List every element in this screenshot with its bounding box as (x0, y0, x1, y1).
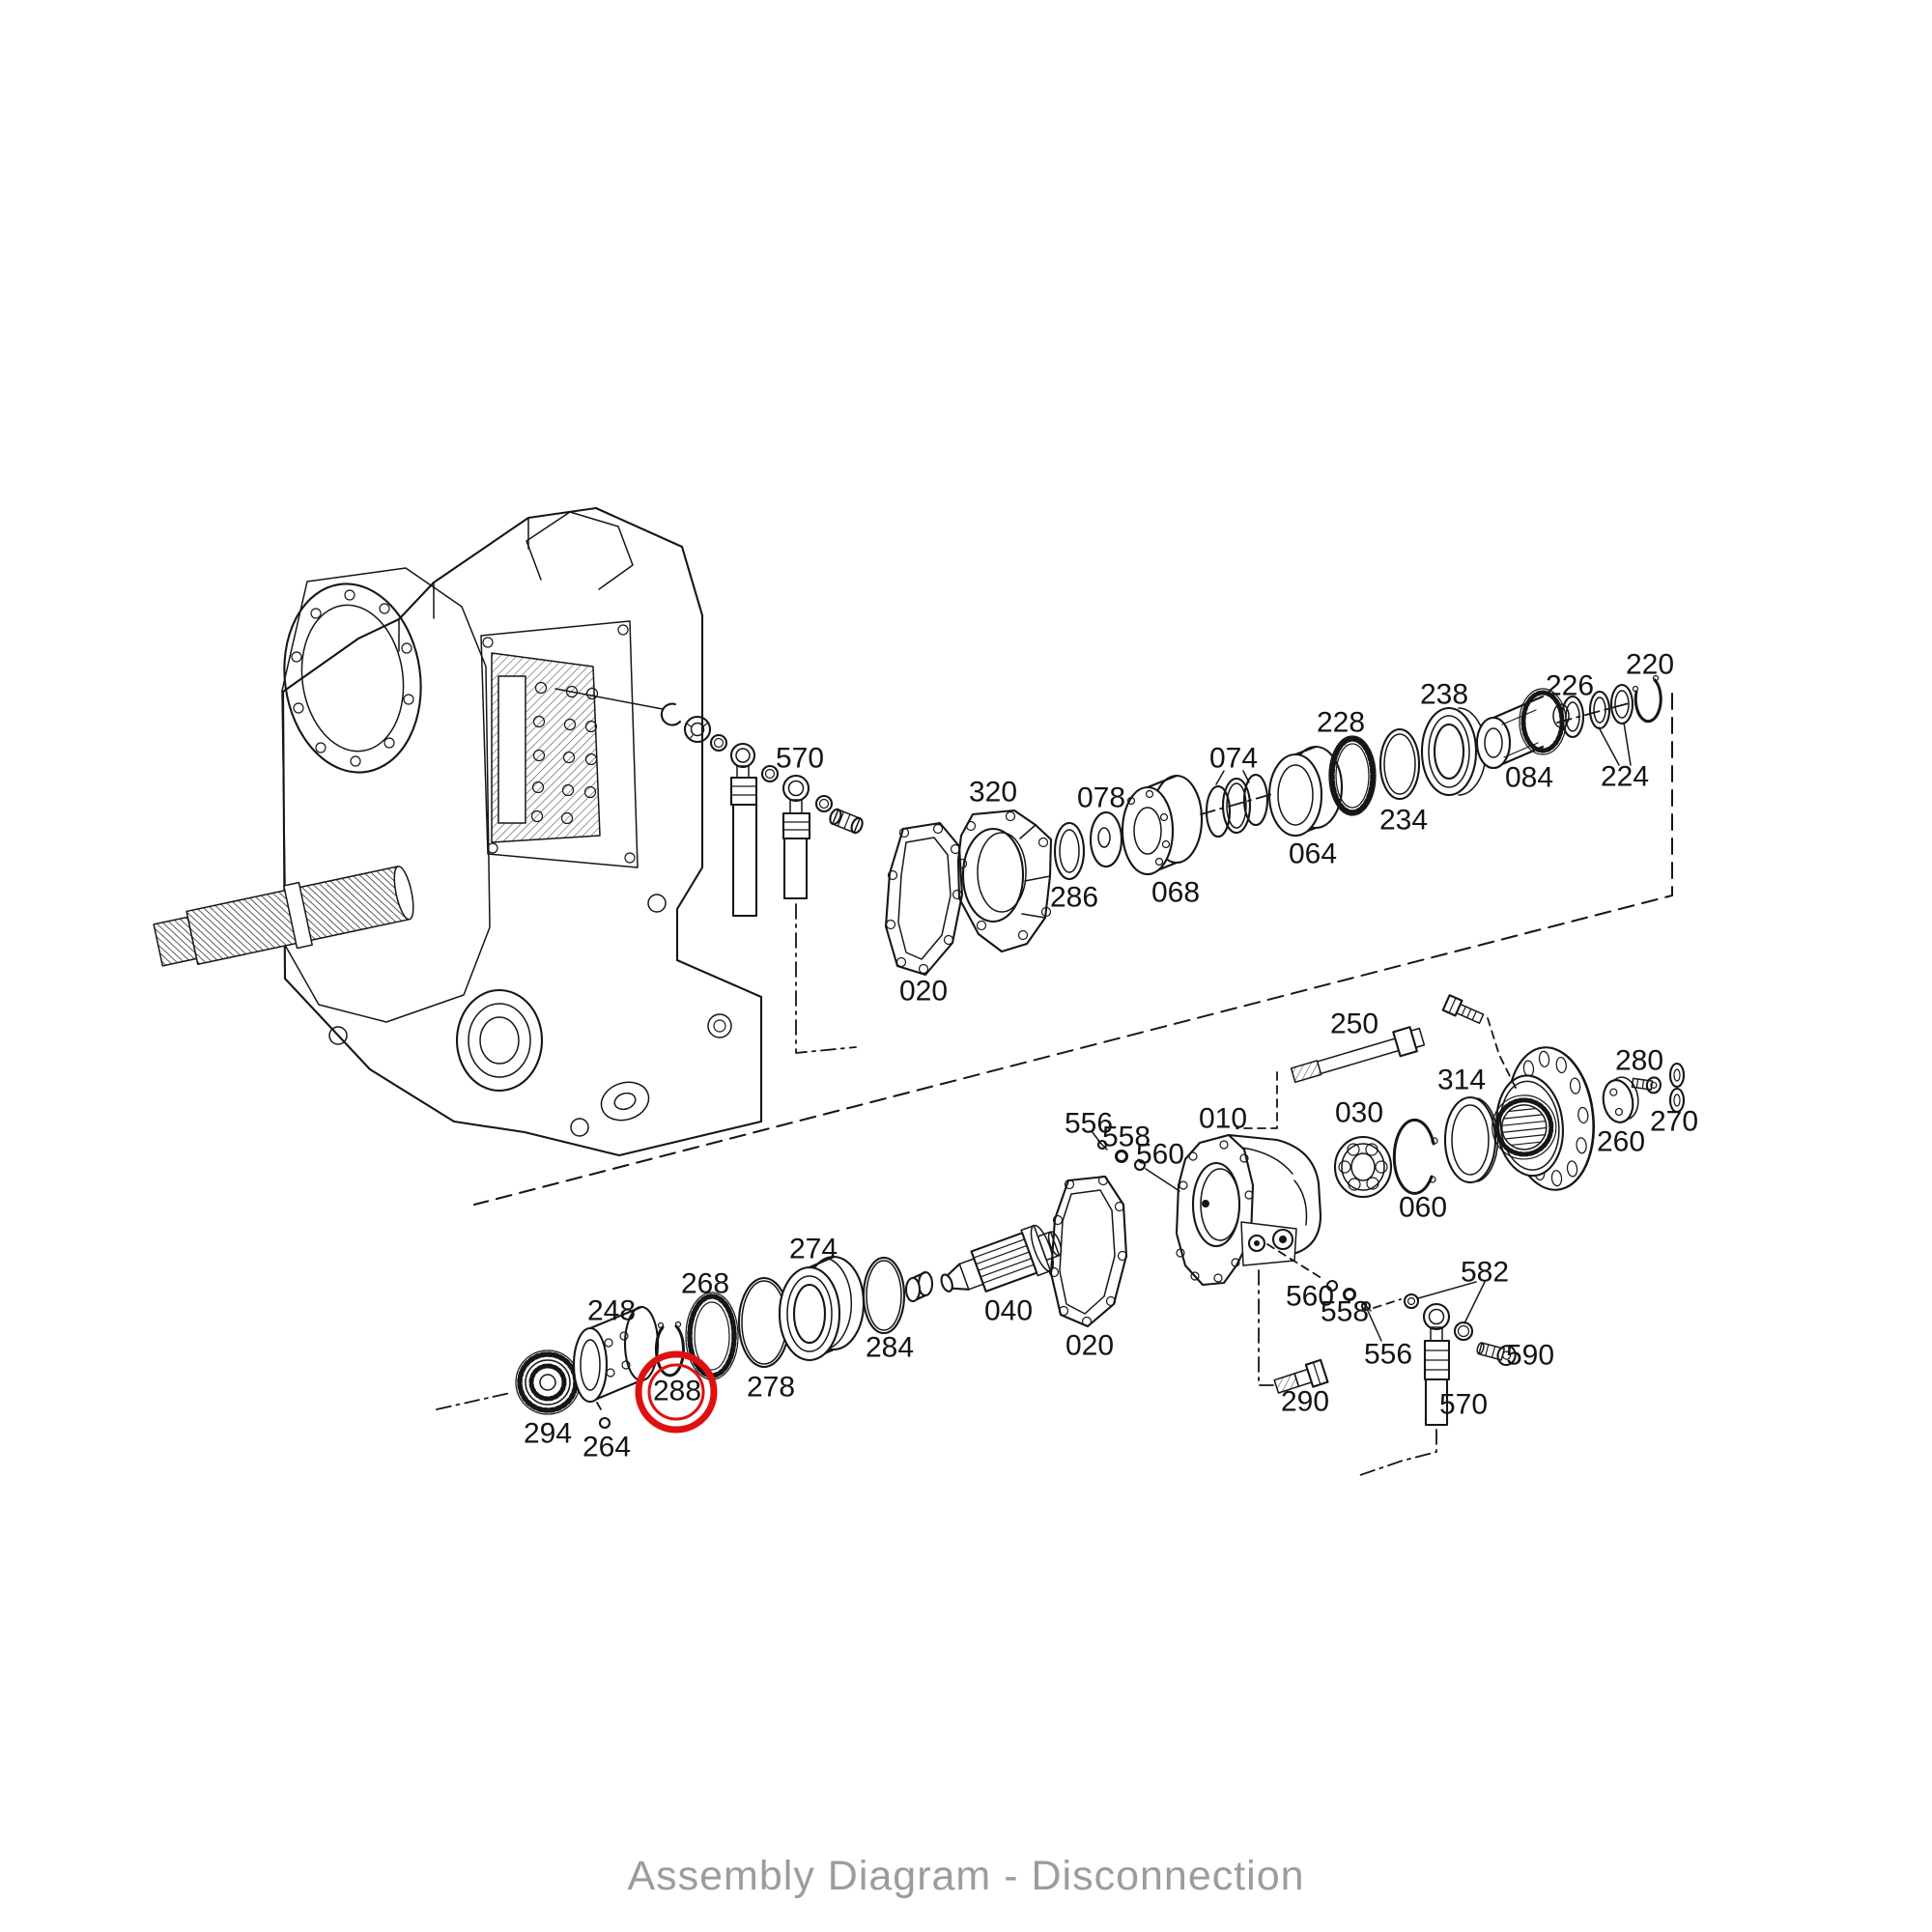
washer-078 (1089, 810, 1123, 868)
highlight-circle-288 (647, 1363, 705, 1421)
breather-parts-top (660, 702, 864, 1054)
part-label-084-11: 084 (1505, 762, 1553, 794)
screw-590 (1476, 1342, 1517, 1367)
oring-284 (862, 1256, 906, 1335)
part-label-556-26: 556 (1065, 1108, 1113, 1140)
highlight-circle-288 (635, 1350, 718, 1434)
breather-valve (729, 742, 758, 918)
part-label-040-23: 040 (984, 1295, 1033, 1327)
part-label-064-7: 064 (1289, 838, 1337, 870)
shim-228 (1328, 735, 1377, 816)
circlip-060 (1392, 1118, 1438, 1195)
housing-010 (1175, 1133, 1322, 1287)
input-shaft (153, 866, 414, 967)
part-label-268-19: 268 (681, 1268, 729, 1300)
part-label-280-33: 280 (1615, 1045, 1663, 1077)
washers-270 (1668, 1062, 1686, 1114)
breather-valve-570 (781, 774, 811, 900)
part-label-582-39: 582 (1461, 1257, 1509, 1289)
bottom-parts-row (436, 994, 1686, 1476)
breather-valve-570-b (1422, 1302, 1451, 1427)
part-label-288-18: 288 (653, 1376, 701, 1407)
hex-bolt (1441, 994, 1485, 1024)
part-label-238-10: 238 (1420, 679, 1468, 711)
roller-bush (904, 1270, 934, 1303)
part-label-248-16: 248 (587, 1295, 636, 1327)
gasket-020 (884, 821, 964, 977)
part-label-030-29: 030 (1335, 1097, 1383, 1129)
sleeve-248 (572, 1305, 660, 1404)
part-label-078-4: 078 (1077, 782, 1125, 814)
bearing-030 (1333, 1135, 1393, 1199)
part-label-558-37: 558 (1321, 1296, 1369, 1328)
output-flange (1492, 1046, 1595, 1191)
part-label-556-38: 556 (1364, 1339, 1412, 1371)
plug-cap (683, 715, 712, 744)
part-label-060-30: 060 (1399, 1192, 1447, 1224)
part-label-264-17: 264 (582, 1432, 631, 1463)
top-parts-row (473, 674, 1673, 1206)
part-label-010-25: 010 (1199, 1103, 1247, 1135)
part-label-020-24: 020 (1065, 1330, 1114, 1362)
seal-238 (1420, 706, 1487, 797)
caption: Assembly Diagram - Disconnection (627, 1853, 1305, 1899)
flange-bolt-holes (291, 589, 414, 767)
gearbox-housing (153, 506, 763, 1157)
valve-block (480, 620, 639, 868)
part-label-220-14: 220 (1626, 649, 1674, 681)
part-label-570-0: 570 (776, 743, 824, 775)
plate-260 (1602, 1076, 1639, 1123)
part-label-560-36: 560 (1286, 1281, 1334, 1313)
part-label-260-34: 260 (1597, 1126, 1645, 1158)
part-label-560-28: 560 (1136, 1139, 1184, 1171)
circlip-220 (1632, 674, 1662, 724)
part-label-250-32: 250 (1330, 1009, 1378, 1040)
ring-314 (1443, 1095, 1499, 1184)
part-label-234-9: 234 (1379, 805, 1428, 837)
part-label-320-2: 320 (969, 777, 1017, 809)
screw-280 (1631, 1076, 1662, 1094)
part-label-228-8: 228 (1317, 707, 1365, 739)
part-label-570-41: 570 (1439, 1389, 1488, 1421)
ring-234 (1378, 727, 1421, 801)
bolt-250 (1290, 1026, 1426, 1084)
part-label-224-13: 224 (1601, 761, 1649, 793)
ring-064 (1267, 745, 1344, 838)
circlip-288 (654, 1321, 685, 1378)
open-ring (660, 702, 682, 726)
part-label-294-15: 294 (524, 1418, 572, 1450)
ball-264 (596, 1402, 611, 1430)
gasket-020-b (1048, 1175, 1128, 1328)
part-label-284-22: 284 (866, 1332, 914, 1364)
fitting-set-a (1091, 1130, 1180, 1192)
part-label-074-6: 074 (1209, 743, 1258, 775)
part-label-590-40: 590 (1506, 1340, 1554, 1372)
part-label-558-27: 558 (1102, 1122, 1151, 1153)
drum-274 (778, 1255, 866, 1362)
part-label-314-31: 314 (1437, 1065, 1486, 1096)
part-label-278-20: 278 (747, 1372, 795, 1404)
shim-268 (685, 1292, 739, 1380)
rings-074 (1205, 770, 1269, 838)
part-label-226-12: 226 (1546, 670, 1594, 702)
part-label-020-1: 020 (899, 976, 948, 1008)
bearing-068 (1121, 774, 1204, 876)
plug-screw (829, 808, 864, 835)
part-label-068-5: 068 (1151, 877, 1200, 909)
gear-294 (515, 1350, 581, 1415)
part-labels-layer: 570 020 320 286 078 068 074 064 228 234 238 084 226 2… (524, 649, 1698, 1463)
rings-224 (1588, 683, 1634, 766)
part-label-290-42: 290 (1281, 1386, 1329, 1418)
part-label-270-35: 270 (1650, 1106, 1698, 1138)
highlight-layer (635, 1350, 718, 1434)
bolt-290 (1273, 1358, 1329, 1394)
ring-582 (1453, 1321, 1474, 1342)
fitting-set-b (1266, 1243, 1420, 1342)
part-label-274-21: 274 (789, 1234, 838, 1265)
ring-286 (1053, 821, 1086, 881)
bearing-housing-320 (956, 809, 1053, 953)
shaft-040 (940, 1224, 1063, 1293)
part-label-286-3: 286 (1050, 882, 1098, 914)
